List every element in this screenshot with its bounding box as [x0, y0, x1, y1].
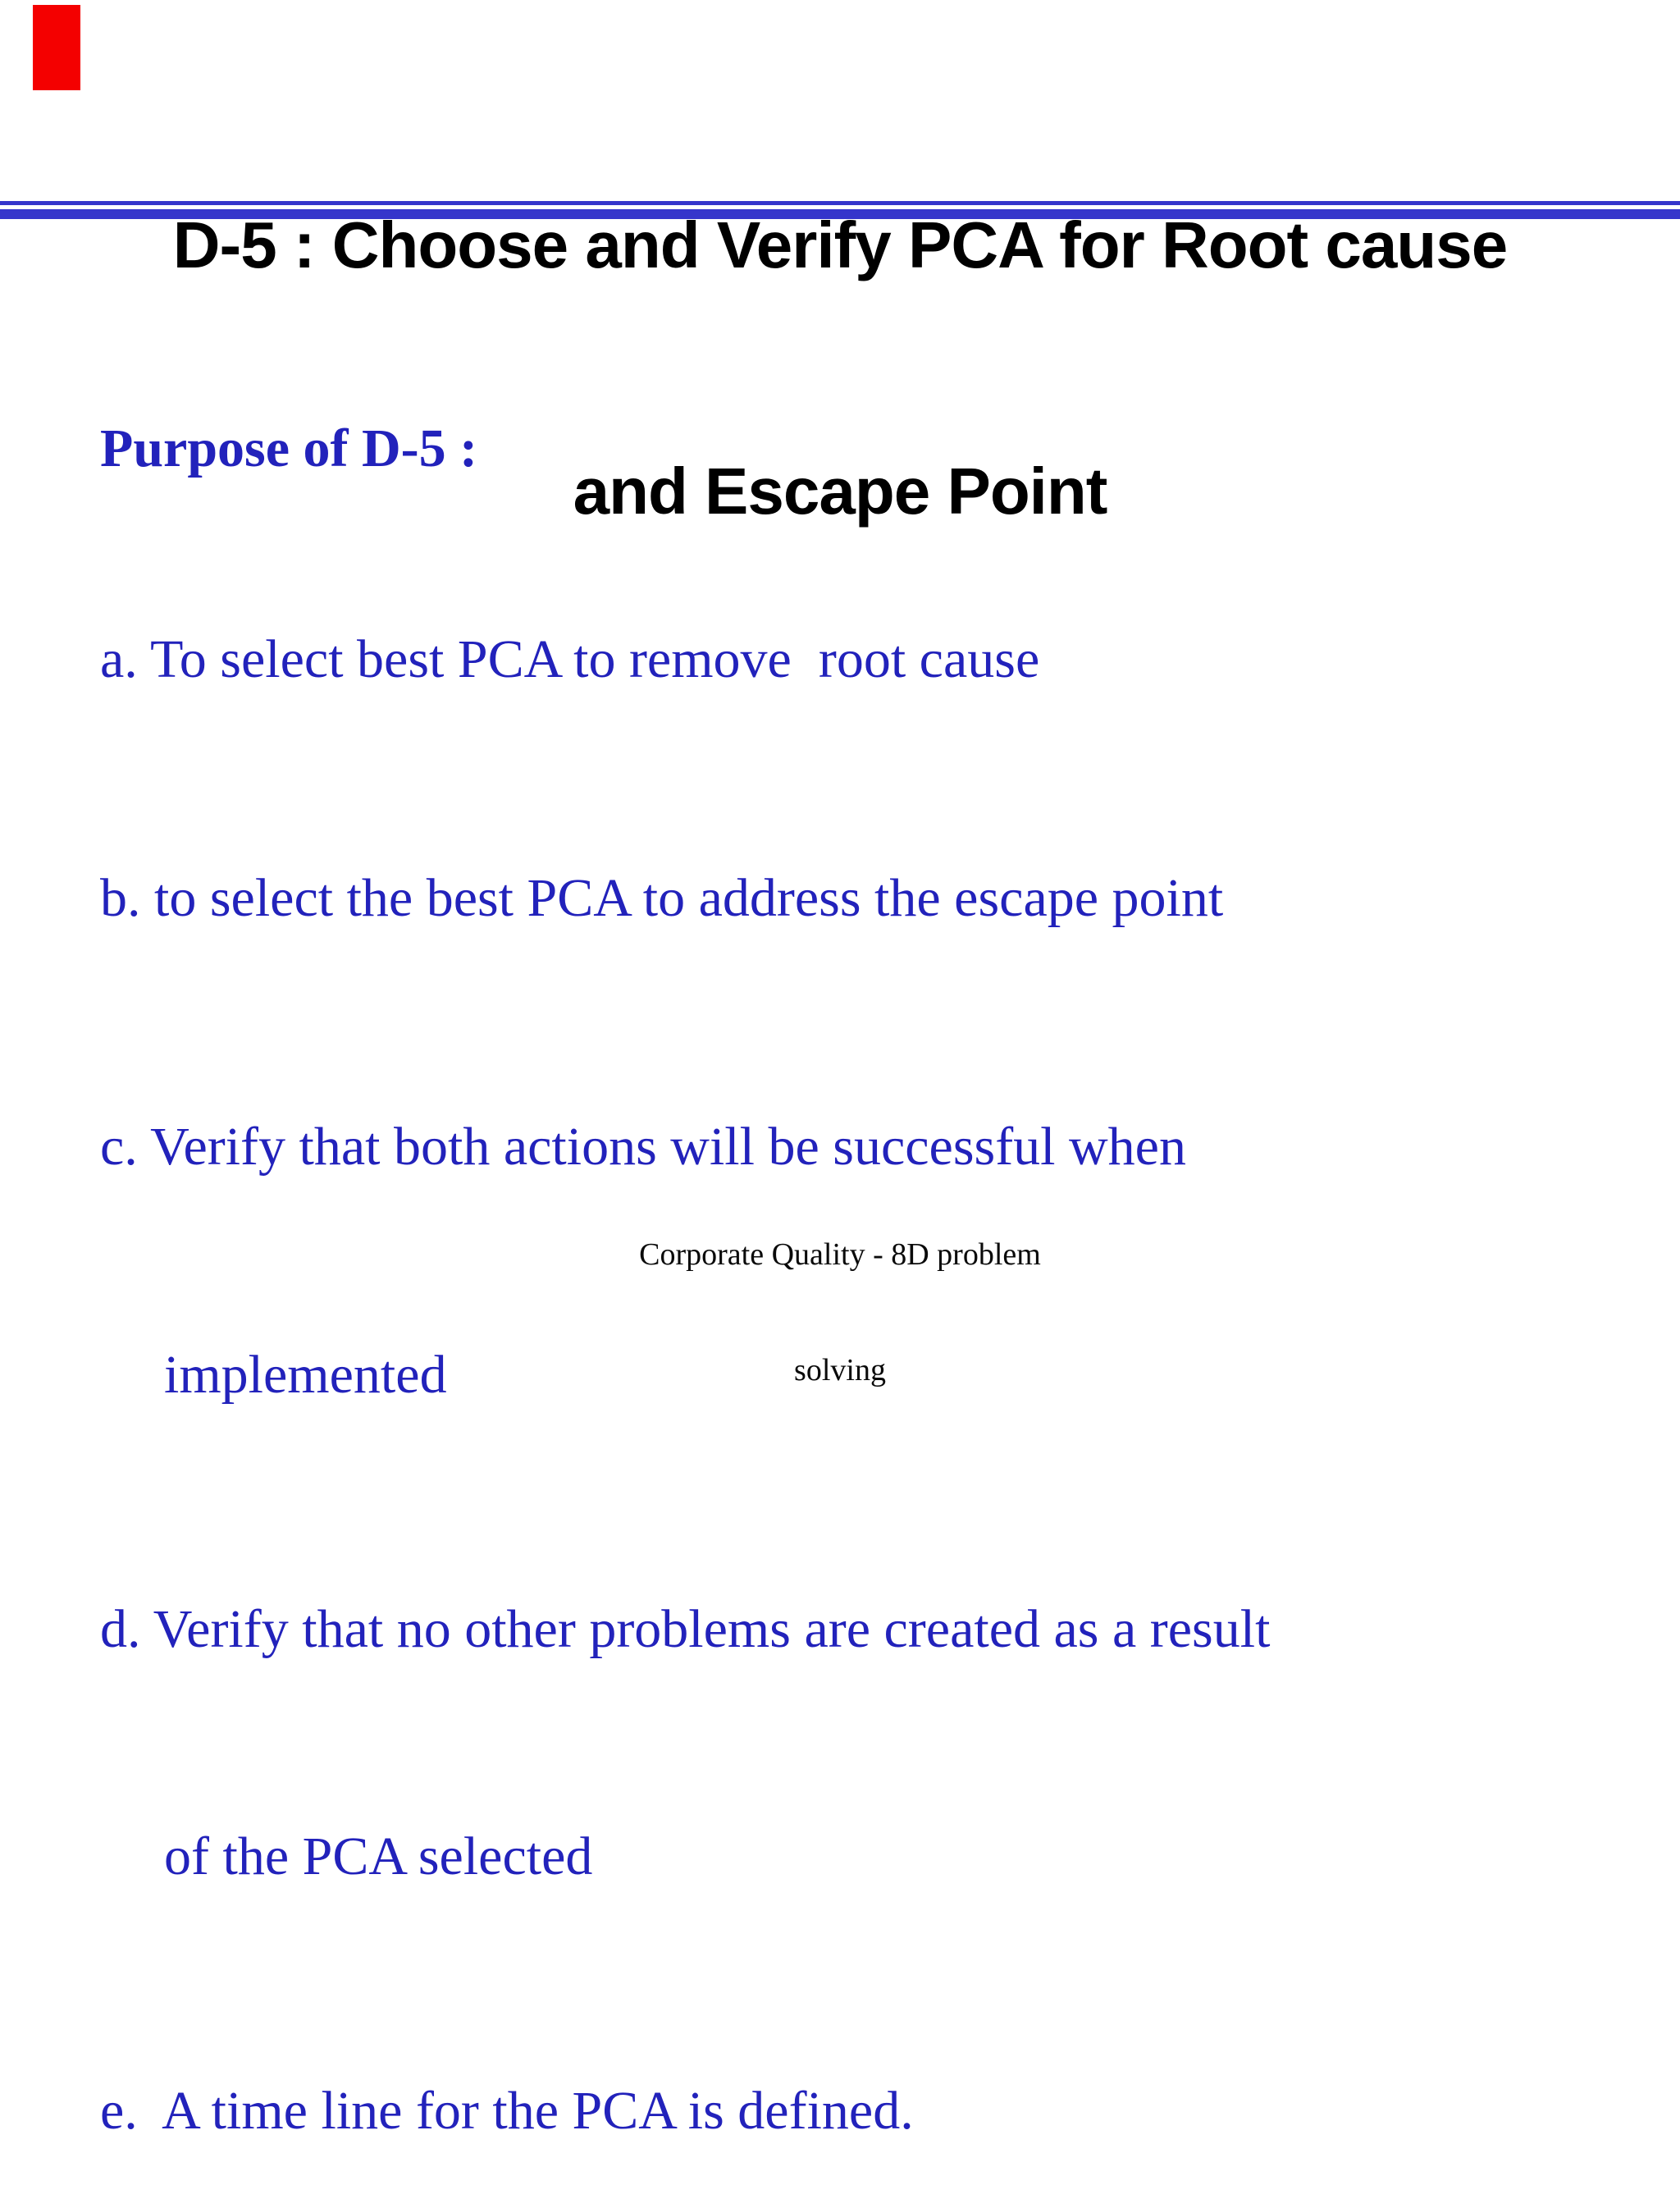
slide-footer: Corporate Quality - 8D problem solving: [0, 1159, 1680, 1429]
footer-line-1: Corporate Quality - 8D problem: [639, 1237, 1041, 1272]
slide-title: D-5 : Choose and Verify PCA for Root cau…: [0, 40, 1680, 615]
list-item-d-line-2: of the PCA selected: [164, 1826, 593, 1886]
list-item-b: b. to select the best PCA to address the…: [100, 868, 1224, 928]
list-item-a: a. To select best PCA to remove root cau…: [100, 629, 1040, 689]
purpose-heading: Purpose of D-5 :: [100, 418, 478, 478]
slide-title-line-1: D-5 : Choose and Verify PCA for Root cau…: [172, 208, 1508, 281]
red-accent-bar: [33, 5, 80, 90]
list-item-e: e. A time line for the PCA is defined.: [100, 2081, 914, 2141]
title-divider-thin-rule: [0, 201, 1680, 205]
slide-title-line-2: and Escape Point: [573, 455, 1108, 528]
list-item-c-line-1: c. Verify that both actions will be succ…: [100, 1117, 1186, 1177]
slide-canvas: { "slide": { "title": { "line1": "D-5 : …: [0, 5, 1680, 2141]
footer-line-2: solving: [794, 1353, 886, 1387]
title-divider-thick-rule: [0, 209, 1680, 219]
list-item-d-line-1: d. Verify that no other problems are cre…: [100, 1599, 1271, 1659]
